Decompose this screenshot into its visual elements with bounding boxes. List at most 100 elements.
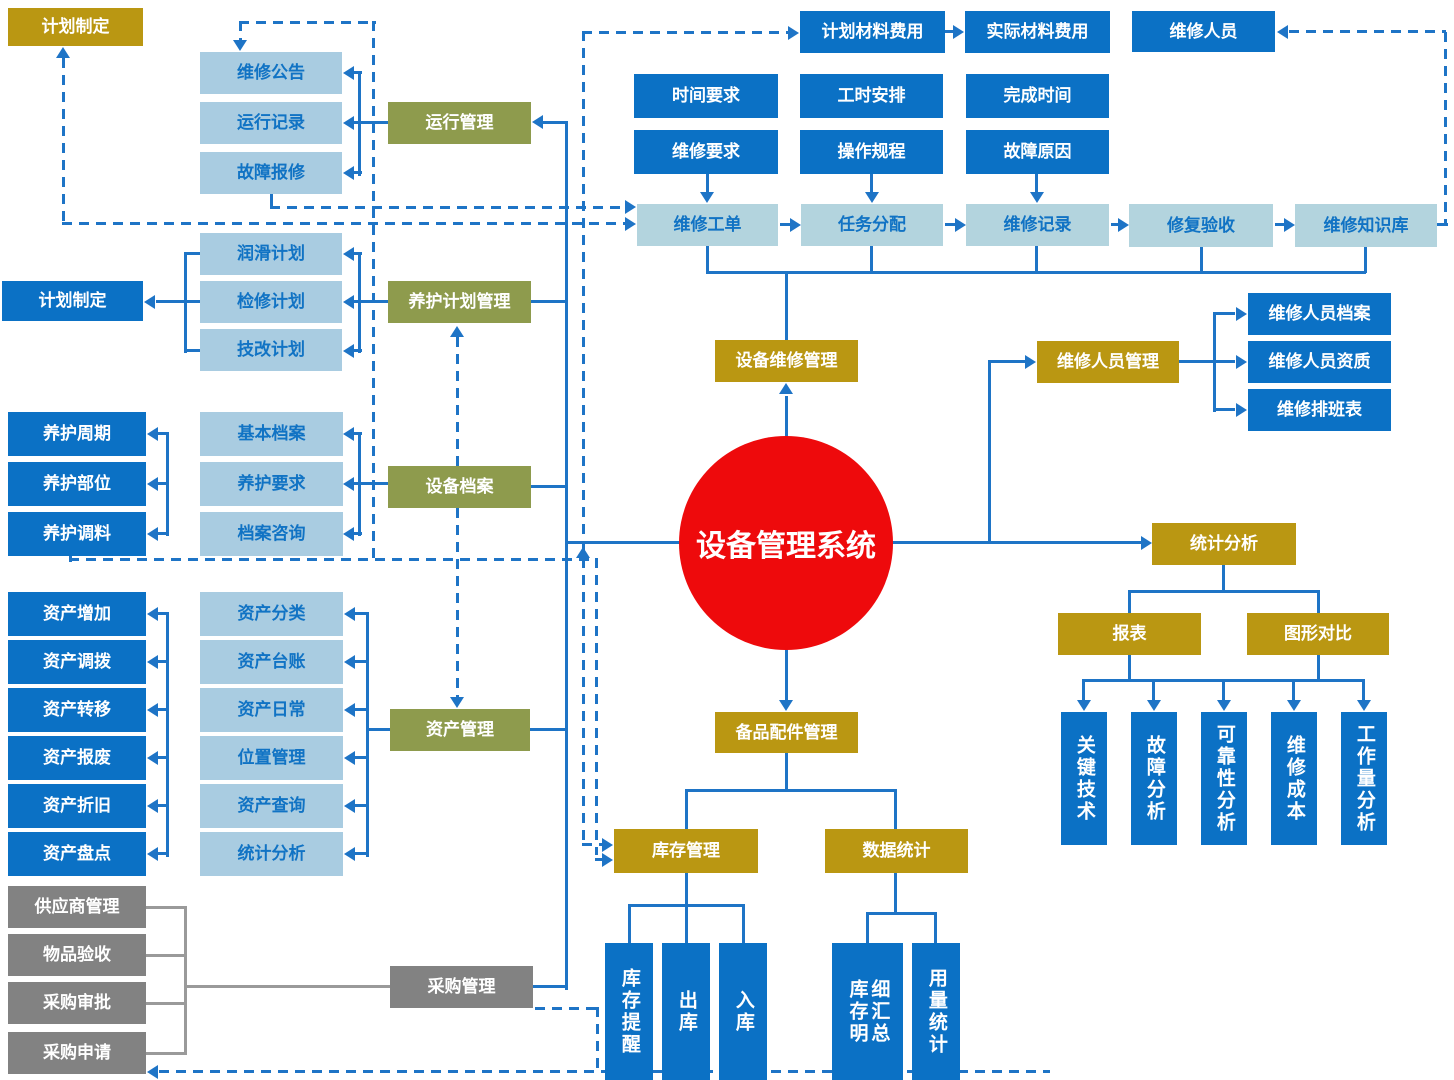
arrowhead [625,200,636,214]
connector-dashed [239,21,376,24]
connector-line [565,121,568,990]
arrowhead [1277,25,1288,39]
node-stock-in: 入库 [719,943,767,1080]
connector-dashed [1444,32,1447,225]
connector-dashed [596,1007,599,1073]
arrowhead [343,295,354,309]
arrowhead [450,697,464,708]
connector-line [354,252,362,255]
node-stat-analysis-sub: 统计分析 [200,832,343,876]
connector-dashed [582,31,789,34]
node-fault-analysis: 故障分析 [1131,712,1177,845]
node-asset-add: 资产增加 [8,592,146,636]
arrowhead [233,40,247,51]
arrowhead [1141,536,1152,550]
connector-line [685,789,688,831]
connector-line [354,852,368,855]
node-goods-accept: 物品验收 [8,934,146,976]
arrowhead [1236,307,1247,321]
node-maint-record: 维修记录 [966,204,1109,246]
connector-dashed [582,31,585,844]
connector-line [1317,590,1320,615]
arrowhead [1236,403,1247,417]
connector-line [742,904,745,944]
arrowhead [1118,218,1129,232]
node-asset-query: 资产查询 [200,784,343,828]
node-key-tech: 关键技术 [1061,712,1107,845]
connector-line [988,360,1026,363]
connector-line [785,396,788,438]
node-plan-top: 计划制定 [8,8,143,46]
connector-line [988,361,991,544]
node-purchase-mgmt: 采购管理 [390,966,533,1008]
connector-line [1128,590,1320,593]
node-care-material: 养护调料 [8,512,146,556]
connector-dashed [456,337,459,467]
arrowhead [147,655,158,669]
arrowhead [1284,218,1295,232]
node-techmod-plan: 技改计划 [200,329,342,371]
arrowhead [344,655,355,669]
node-care-plan-mgmt: 养护计划管理 [388,281,531,323]
connector-line [1437,223,1448,226]
arrowhead [602,838,613,852]
arrowhead [343,477,354,491]
connector-line [706,246,709,273]
node-op-procedure: 操作规程 [800,130,943,174]
connector-line [1317,655,1320,681]
connector-line [785,271,788,342]
node-asset-scrap: 资产报废 [8,736,146,780]
connector-line [685,873,688,907]
node-asset-class: 资产分类 [200,592,343,636]
node-location-mgmt: 位置管理 [200,736,343,780]
node-asset-mgmt: 资产管理 [390,709,530,751]
node-archive-consult: 档案咨询 [200,512,343,556]
connector-line [1035,174,1038,193]
connector-line [531,300,567,303]
connector-line [186,349,200,352]
node-care-cycle: 养护周期 [8,412,146,456]
node-run-record: 运行记录 [200,102,342,144]
connector-dashed [595,558,598,855]
connector-line [369,728,391,731]
arrowhead [953,25,964,39]
node-inventory-alert: 库存提醒 [605,943,653,1080]
connector-line-gray [146,1052,186,1055]
connector-line [354,349,362,352]
connector-line [1275,223,1285,226]
node-equip-archive: 设备档案 [388,466,531,508]
connector-line [531,485,567,488]
arrowhead [147,427,158,441]
node-asset-allocate: 资产调拨 [8,640,146,684]
node-staff-archive: 维修人员档案 [1248,293,1391,335]
arrowhead [147,1065,158,1079]
connector-line [1128,655,1131,681]
connector-line [1222,565,1225,592]
arrowhead [779,383,793,394]
node-staff-qualification: 维修人员资质 [1248,341,1391,383]
arrowhead [147,799,158,813]
connector-line [1362,679,1365,701]
node-workload-analysis: 工作量分析 [1341,712,1387,845]
node-overhaul-plan: 检修计划 [200,281,342,323]
node-fault-repair: 故障报修 [200,152,342,194]
arrowhead [147,703,158,717]
connector-line [1292,679,1295,701]
connector-line [354,71,362,74]
node-lube-plan: 润滑计划 [200,233,342,275]
arrowhead [147,847,158,861]
arrowhead [56,47,70,58]
node-repair-accept: 修复验收 [1129,204,1273,247]
connector-line [1082,679,1085,701]
arrowhead [1025,355,1036,369]
connector-line [1200,247,1203,273]
node-fault-cause: 故障原因 [966,130,1109,174]
node-basic-archive: 基本档案 [200,412,343,456]
arrowhead [343,344,354,358]
connector-dashed [535,1007,599,1010]
connector-dashed [159,1070,1050,1073]
connector-line [894,873,897,915]
connector-line [158,804,169,807]
connector-line-gray [184,985,392,988]
connector-dashed [595,858,603,861]
